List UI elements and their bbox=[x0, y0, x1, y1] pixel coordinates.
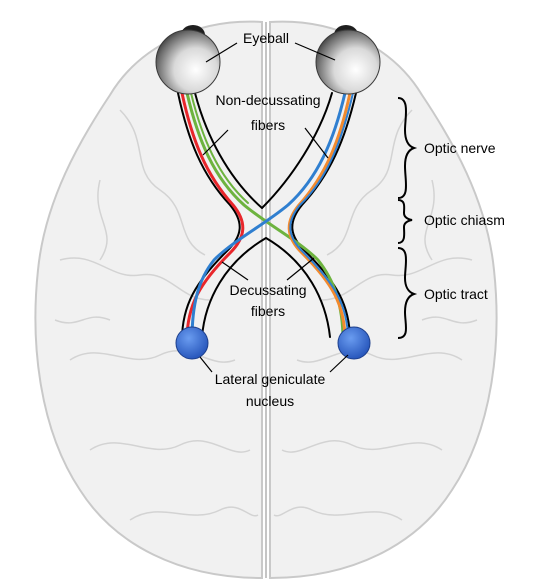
label-optic-nerve: Optic nerve bbox=[424, 140, 496, 156]
label-lgn-line2: nucleus bbox=[246, 393, 294, 409]
label-decussating-line1: Decussating bbox=[229, 282, 306, 298]
right-eyeball bbox=[316, 30, 380, 94]
left-lgn bbox=[176, 327, 208, 359]
label-optic-tract: Optic tract bbox=[424, 286, 488, 302]
label-eyeball: Eyeball bbox=[243, 30, 289, 46]
label-lgn-line1: Lateral geniculate bbox=[215, 371, 326, 387]
label-non-decussating-line2: fibers bbox=[251, 117, 285, 133]
label-decussating-line2: fibers bbox=[251, 303, 285, 319]
label-non-decussating-line1: Non-decussating bbox=[215, 92, 320, 108]
label-optic-chiasm: Optic chiasm bbox=[424, 212, 505, 228]
right-lgn bbox=[338, 327, 370, 359]
left-eyeball bbox=[156, 30, 220, 94]
